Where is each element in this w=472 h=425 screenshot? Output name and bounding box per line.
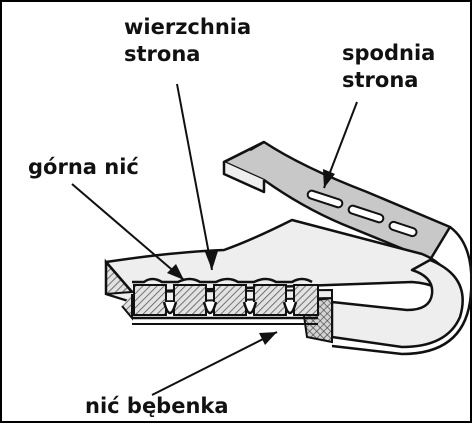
label-top-side-line1: wierzchnia <box>124 14 251 41</box>
label-needle-thread: górna nić <box>28 154 139 181</box>
label-under-side-line2: strona <box>342 67 435 94</box>
label-bobbin-thread: nić bębenka <box>85 393 229 420</box>
label-top-side: wierzchnia strona <box>124 14 251 68</box>
label-under-side-line1: spodnia <box>342 40 435 67</box>
leader-top-side <box>177 84 212 270</box>
label-under-side: spodnia strona <box>342 40 435 94</box>
label-top-side-line2: strona <box>124 41 251 68</box>
leader-bobbin-thread <box>152 332 277 395</box>
